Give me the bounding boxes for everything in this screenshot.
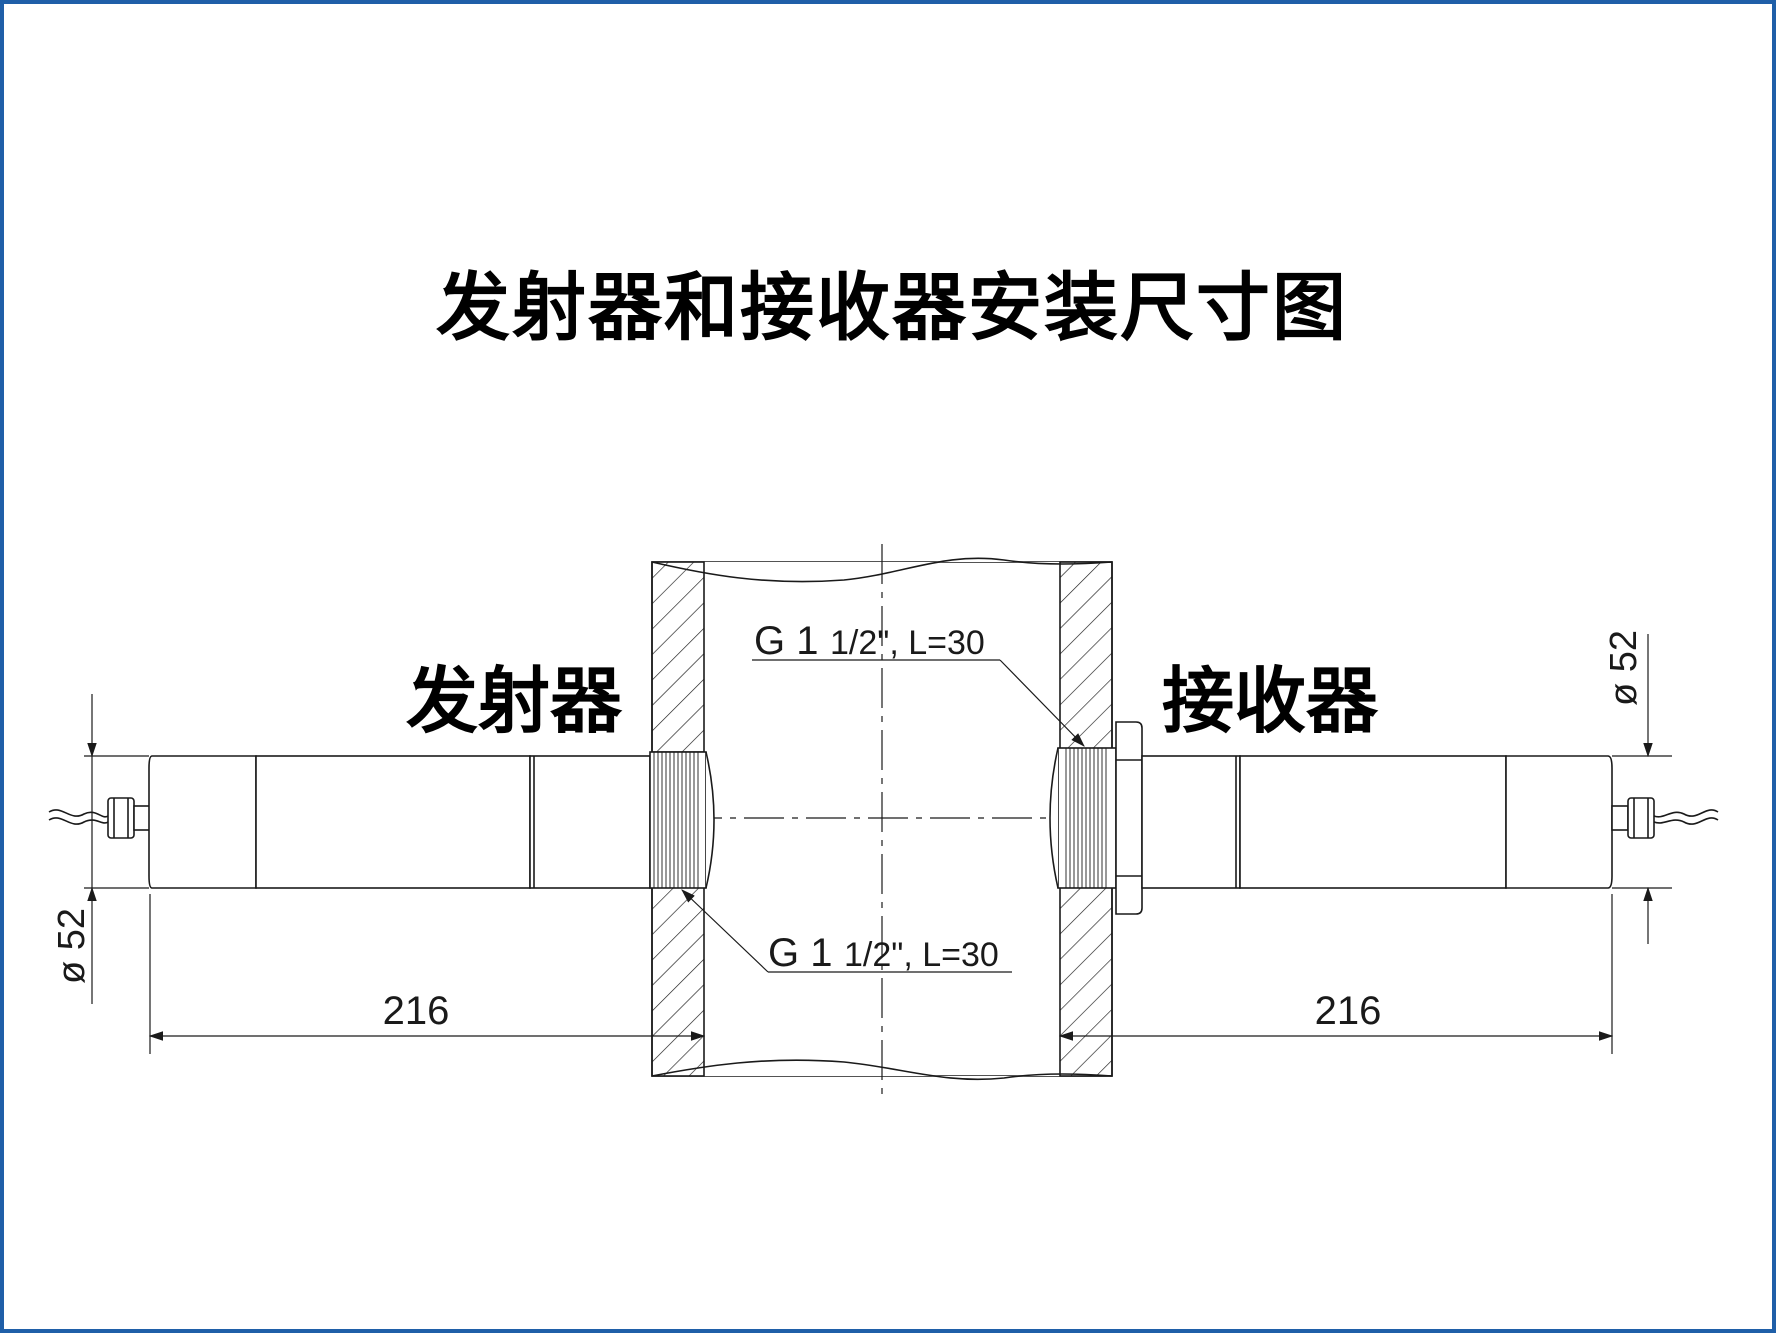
left-diameter-dimension [84, 694, 149, 1004]
left-length-dimension [148, 894, 706, 1054]
receiver-tube [1239, 755, 1507, 889]
left-length-text: 216 [383, 989, 450, 1033]
duct-section [650, 544, 1114, 1100]
emitter-body [48, 751, 715, 889]
emitter-label: 发射器 [406, 659, 623, 743]
thread-leader-bottom [681, 889, 1012, 973]
receiver-tube-front [1141, 755, 1241, 889]
receiver-flange-nut [1115, 721, 1143, 915]
right-length-dimension [1058, 894, 1614, 1054]
installation-drawing: 216 216 ø 52 ø 52 G 1 1/2", L=30 G 1 1/2… [48, 544, 1719, 1100]
page-title: 发射器和接收器安装尺寸图 [436, 265, 1348, 351]
left-diameter-text: ø 52 [51, 908, 93, 984]
thread-spec-bottom-main: G 1 [768, 931, 832, 975]
thread-spec-bottom-rest: 1/2", L=30 [844, 936, 999, 974]
thread-spec-top-main: G 1 [754, 619, 818, 663]
receiver-body [1049, 721, 1719, 915]
emitter-cable [48, 809, 109, 818]
thread-spec-top-rest: 1/2", L=30 [830, 624, 985, 662]
right-diameter-text: ø 52 [1603, 630, 1645, 706]
receiver-thread [1057, 747, 1117, 889]
emitter-end-cap [148, 755, 257, 889]
receiver-cable-gland [1627, 797, 1655, 839]
thread-spec-bottom: G 1 1/2", L=30 [768, 931, 999, 975]
right-diameter-dimension [1612, 634, 1672, 944]
receiver-end-cap [1505, 755, 1613, 889]
emitter-cable-gland [107, 797, 135, 839]
emitter-tube [255, 755, 531, 889]
receiver-cable [1653, 809, 1719, 818]
thread-leader-top [752, 659, 1085, 747]
receiver-label: 接收器 [1162, 659, 1379, 743]
right-length-text: 216 [1315, 989, 1382, 1033]
thread-spec-top: G 1 1/2", L=30 [754, 619, 985, 663]
emitter-tube-front [529, 755, 651, 889]
